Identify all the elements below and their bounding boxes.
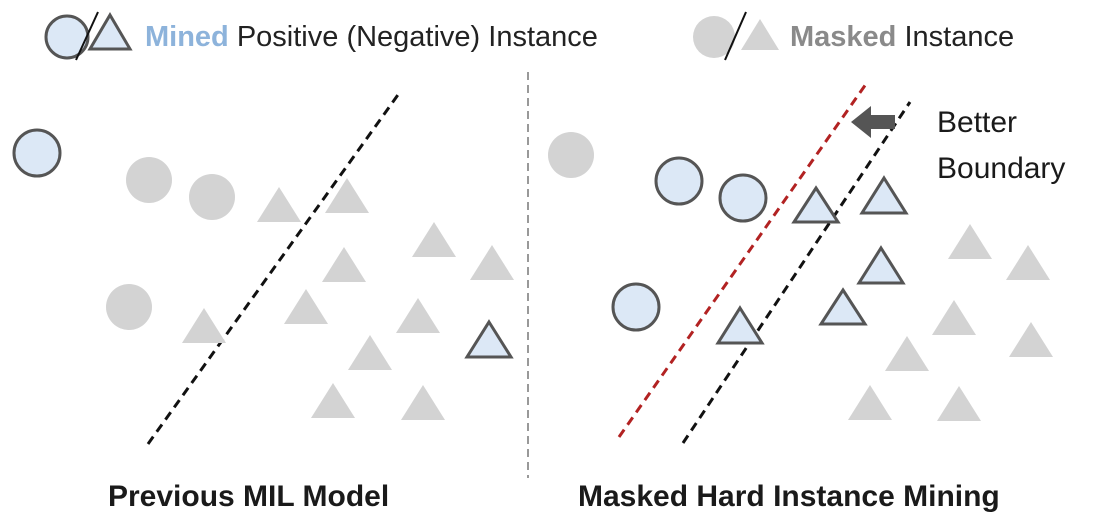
right-panel-title: Masked Hard Instance Mining bbox=[578, 480, 1000, 513]
shift-arrow-icon bbox=[851, 106, 895, 138]
masked-negative-instance bbox=[937, 386, 981, 421]
masked-negative-instance bbox=[948, 224, 992, 259]
masked-negative-instance bbox=[396, 298, 440, 333]
masked-negative-instance bbox=[311, 383, 355, 418]
masked-negative-instance bbox=[885, 336, 929, 371]
left-panel-title: Previous MIL Model bbox=[108, 480, 390, 513]
masked-negative-instance bbox=[348, 335, 392, 370]
legend-mined-slash bbox=[75, 11, 99, 61]
mined-negative-instance bbox=[715, 305, 765, 345]
masked-negative-instance bbox=[325, 178, 369, 213]
masked-negative-instance bbox=[848, 385, 892, 420]
legend-masked-triangle bbox=[741, 19, 779, 50]
legend-masked-circle bbox=[693, 16, 735, 58]
masked-negative-instance bbox=[932, 300, 976, 335]
masked-negative-instance bbox=[412, 222, 456, 257]
legend-masked-label: Masked Instance bbox=[790, 23, 1014, 52]
masked-positive-instance bbox=[548, 132, 594, 178]
masked-negative-instance bbox=[1009, 322, 1053, 357]
legend-masked-keyword: Masked bbox=[790, 21, 897, 53]
mined-negative-instance bbox=[856, 245, 906, 285]
mined-negative-instance bbox=[859, 175, 909, 215]
legend-mined-circle bbox=[44, 14, 90, 60]
masked-negative-instance bbox=[470, 245, 514, 280]
masked-negative-instance bbox=[322, 247, 366, 282]
old-boundary-line bbox=[681, 101, 912, 444]
new-boundary-line bbox=[617, 83, 868, 438]
left-panel bbox=[12, 91, 514, 445]
mined-negative-instance bbox=[464, 319, 514, 359]
legend-masked-slash bbox=[724, 11, 747, 61]
legend-mined-keyword: Mined bbox=[145, 21, 229, 53]
annotation-line-1: Better bbox=[937, 106, 1018, 139]
mined-positive-instance bbox=[12, 128, 62, 178]
masked-negative-instance bbox=[401, 385, 445, 420]
masked-positive-instance bbox=[126, 157, 172, 203]
mined-positive-instance bbox=[718, 173, 768, 223]
masked-positive-instance bbox=[106, 284, 152, 330]
mined-positive-instance bbox=[611, 282, 661, 332]
better-boundary-annotation: Better Boundary bbox=[937, 100, 1065, 192]
masked-negative-instance bbox=[1006, 245, 1050, 280]
annotation-line-2: Boundary bbox=[937, 152, 1066, 185]
masked-positive-instance bbox=[189, 174, 235, 220]
mined-negative-instance bbox=[791, 185, 841, 224]
mined-positive-instance bbox=[654, 156, 704, 206]
mined-negative-instance bbox=[818, 287, 868, 326]
legend-mined-label: Mined Positive (Negative) Instance bbox=[145, 23, 598, 52]
left-boundary-line bbox=[146, 91, 402, 445]
legend-mined-description: Positive (Negative) Instance bbox=[228, 21, 598, 53]
legend-mined-triangle bbox=[87, 12, 133, 51]
masked-negative-instance bbox=[182, 308, 226, 343]
right-panel bbox=[548, 83, 1053, 444]
masked-negative-instance bbox=[257, 187, 301, 222]
legend-masked-description: Instance bbox=[896, 21, 1015, 53]
masked-negative-instance bbox=[284, 289, 328, 324]
